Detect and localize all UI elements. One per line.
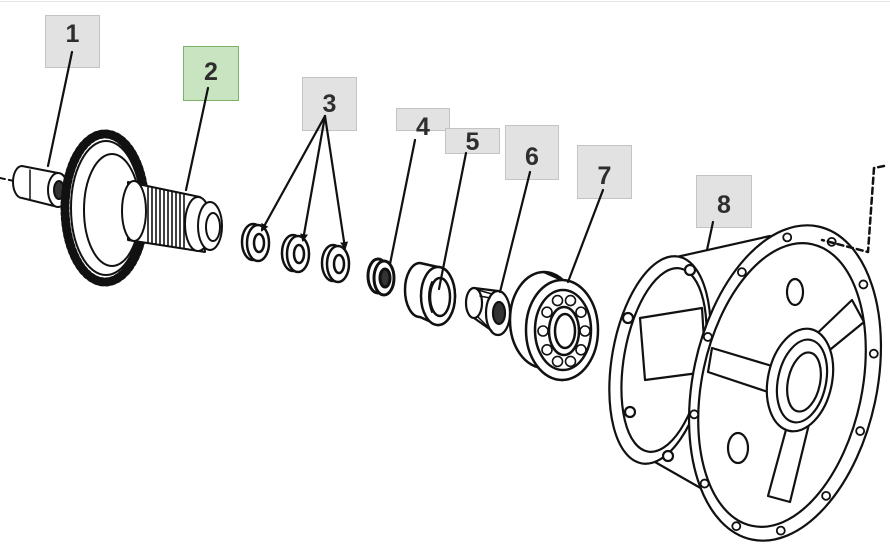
housing-window-upper xyxy=(785,277,805,307)
bolt-hole xyxy=(702,332,713,342)
bolt-hole xyxy=(689,409,700,420)
housing-window-lower xyxy=(726,431,750,465)
part-5-bearing-cup[interactable] xyxy=(403,261,457,327)
part-3-washers-shape xyxy=(292,243,306,265)
part-5-bearing-cup-shape xyxy=(428,276,452,318)
callout-label: 2 xyxy=(204,58,218,86)
bearing-ball xyxy=(537,325,549,337)
hub-bore xyxy=(786,351,822,413)
part-7-ball-bearing-shape xyxy=(553,312,577,350)
bearing-ball xyxy=(575,344,587,356)
bolt-hole xyxy=(775,525,786,536)
shaft-splines xyxy=(147,185,185,250)
callout-8[interactable]: 8 xyxy=(696,175,752,228)
part-8-housing[interactable] xyxy=(594,164,890,559)
part-3-washers[interactable] xyxy=(240,222,351,284)
callout-2[interactable]: 2 xyxy=(183,46,239,101)
callout-6[interactable]: 6 xyxy=(505,125,559,180)
bolt-hole xyxy=(782,232,793,243)
bearing-ball xyxy=(564,294,577,307)
housing-dashed-line xyxy=(820,164,886,254)
part-6-roller-cone-shape xyxy=(477,289,493,332)
callout-label: 1 xyxy=(65,20,80,48)
part-8-housing-shape xyxy=(661,449,675,463)
part-6-roller-cone-shape xyxy=(464,286,484,320)
bearing-ball xyxy=(551,355,564,368)
callout-label: 8 xyxy=(717,191,731,219)
top-border-line xyxy=(0,1,890,2)
part-3-washers-shape xyxy=(252,232,266,254)
part-5-bearing-cup-shape xyxy=(428,281,433,313)
callout-label: 5 xyxy=(465,128,480,156)
callout-7[interactable]: 7 xyxy=(577,145,632,199)
part-3-washers-shape xyxy=(332,253,346,275)
bearing-balls xyxy=(537,294,591,368)
part-1-bushing[interactable] xyxy=(0,165,69,208)
bolt-hole xyxy=(821,490,832,501)
part-8-housing-shape xyxy=(623,405,637,419)
part-7-ball-bearing[interactable] xyxy=(508,270,600,382)
bearing-ball xyxy=(564,355,577,368)
bolt-hole xyxy=(731,521,742,532)
part-8-housing-shape xyxy=(621,311,635,325)
bolt-hole xyxy=(736,267,747,278)
shaft-bore xyxy=(205,212,221,242)
part-2-gear-shaft[interactable] xyxy=(60,129,223,287)
bearing-ball xyxy=(579,325,591,337)
bearing-ball xyxy=(541,306,553,318)
bolt-hole xyxy=(855,426,866,436)
bolt-hole xyxy=(699,478,710,489)
part-8-housing-shape xyxy=(683,263,697,277)
callout-label: 4 xyxy=(416,113,430,141)
callout-4[interactable]: 4 xyxy=(396,108,450,140)
callout-3[interactable]: 3 xyxy=(302,77,357,131)
part-4-ring-shape xyxy=(378,267,392,289)
bearing-ball xyxy=(551,294,564,307)
callout-label: 6 xyxy=(525,143,539,171)
callout-1[interactable]: 1 xyxy=(45,15,100,68)
bolt-hole xyxy=(858,279,869,290)
bearing-ball xyxy=(575,306,587,318)
part-4-ring[interactable] xyxy=(366,257,396,297)
bearing-ball xyxy=(541,344,553,356)
part-6-roller-cone-shape xyxy=(491,300,507,326)
callout-5[interactable]: 5 xyxy=(445,128,500,156)
callout-label: 3 xyxy=(322,90,337,118)
part-6-roller-cone[interactable] xyxy=(464,286,512,337)
bolt-hole xyxy=(868,348,879,359)
callout-label: 7 xyxy=(597,162,612,190)
shaft-dashed-line xyxy=(0,177,15,182)
shaft-collar xyxy=(121,180,147,242)
